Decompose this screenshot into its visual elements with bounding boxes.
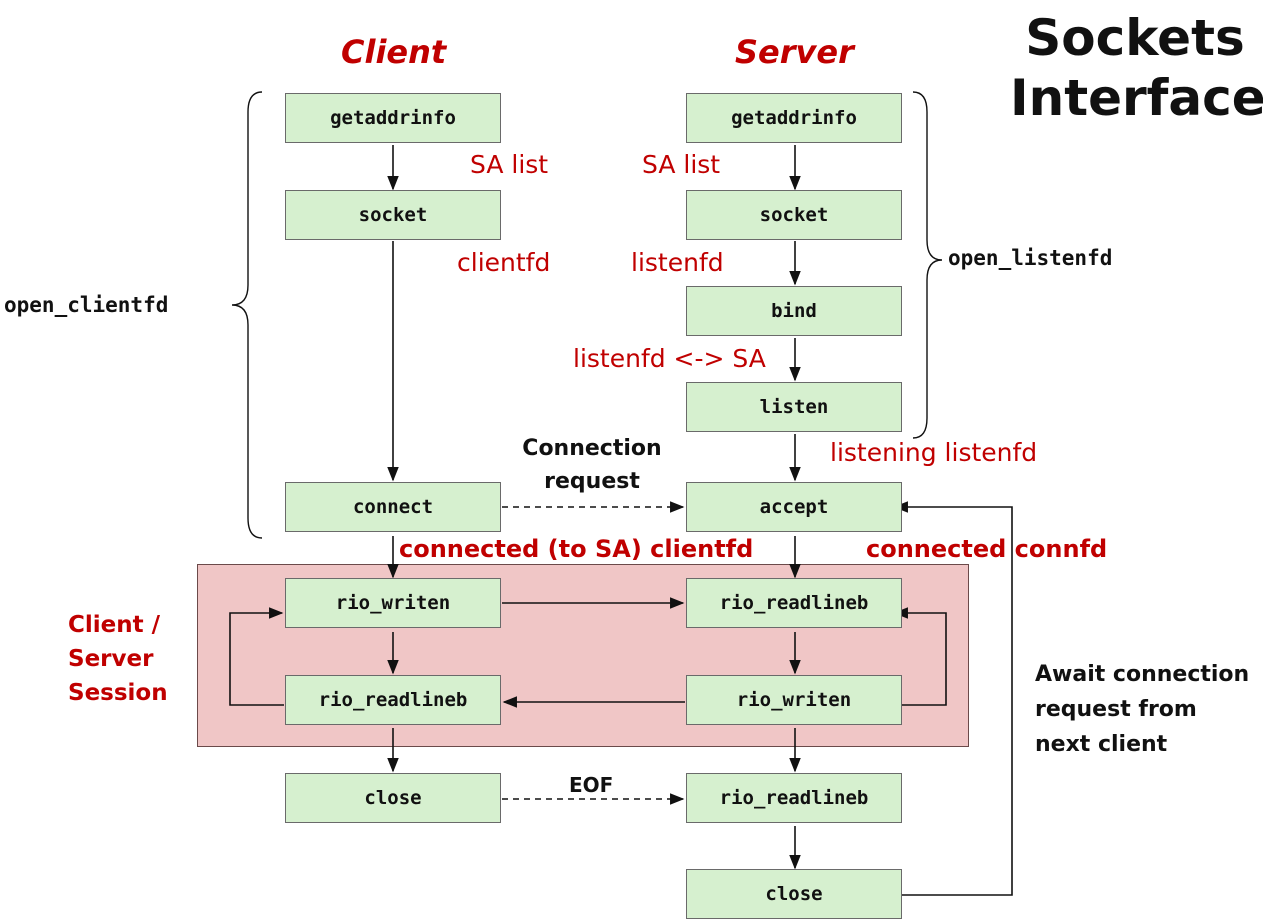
arrow-client-loop [229,607,284,706]
connected-connfd-label: connected connfd [866,535,1108,563]
server-getaddrinfo-box: getaddrinfo [686,93,902,143]
await-line-3: next client [1035,732,1168,757]
connection-request-line-2: request [544,469,640,494]
listenfd-label: listenfd [631,248,724,277]
client-rio-writen-box: rio_writen [285,578,501,628]
session-line-3: Session [68,680,168,706]
clientfd-label: clientfd [457,248,551,277]
await-connection-label: Await connection request from next clien… [1035,657,1249,762]
open-clientfd-label: open_clientfd [4,293,169,317]
connection-request-label: Connection request [522,432,662,498]
await-line-1: Await connection [1035,662,1250,687]
server-rio-readlineb-eof-box: rio_readlineb [686,773,902,823]
server-sa-list-label: SA list [642,150,721,179]
server-listen-box: listen [686,382,902,432]
server-socket-box: socket [686,190,902,240]
page-title: Sockets Interface [1010,8,1263,128]
listenfd-sa-label: listenfd <-> SA [573,344,766,373]
open-listenfd-label: open_listenfd [948,246,1113,270]
client-getaddrinfo-box: getaddrinfo [285,93,501,143]
connected-clientfd-label: connected (to SA) clientfd [399,535,754,563]
session-line-2: Server [68,646,154,672]
client-close-box: close [285,773,501,823]
server-rio-writen-box: rio_writen [686,675,902,725]
arrow-close-to-accept [893,501,1013,896]
server-accept-box: accept [686,482,902,532]
await-line-2: request from [1035,697,1197,722]
connection-request-line-1: Connection [522,436,662,461]
client-rio-readlineb-box: rio_readlineb [285,675,501,725]
server-rio-readlineb-box: rio_readlineb [686,578,902,628]
server-header: Server [735,33,854,71]
listening-listenfd-label: listening listenfd [830,438,1038,467]
client-connect-box: connect [285,482,501,532]
client-sa-list-label: SA list [470,150,549,179]
server-bind-box: bind [686,286,902,336]
title-line-1: Sockets [1025,9,1245,67]
brace-open-clientfd [231,91,263,539]
session-label: Client / Server Session [68,608,168,710]
eof-label: EOF [569,773,614,797]
client-header: Client [341,33,447,71]
title-line-2: Interface [1010,69,1263,127]
arrow-server-loop [893,607,947,706]
client-socket-box: socket [285,190,501,240]
brace-open-listenfd [912,91,943,439]
session-line-1: Client / [68,612,161,638]
server-close-box: close [686,869,902,919]
